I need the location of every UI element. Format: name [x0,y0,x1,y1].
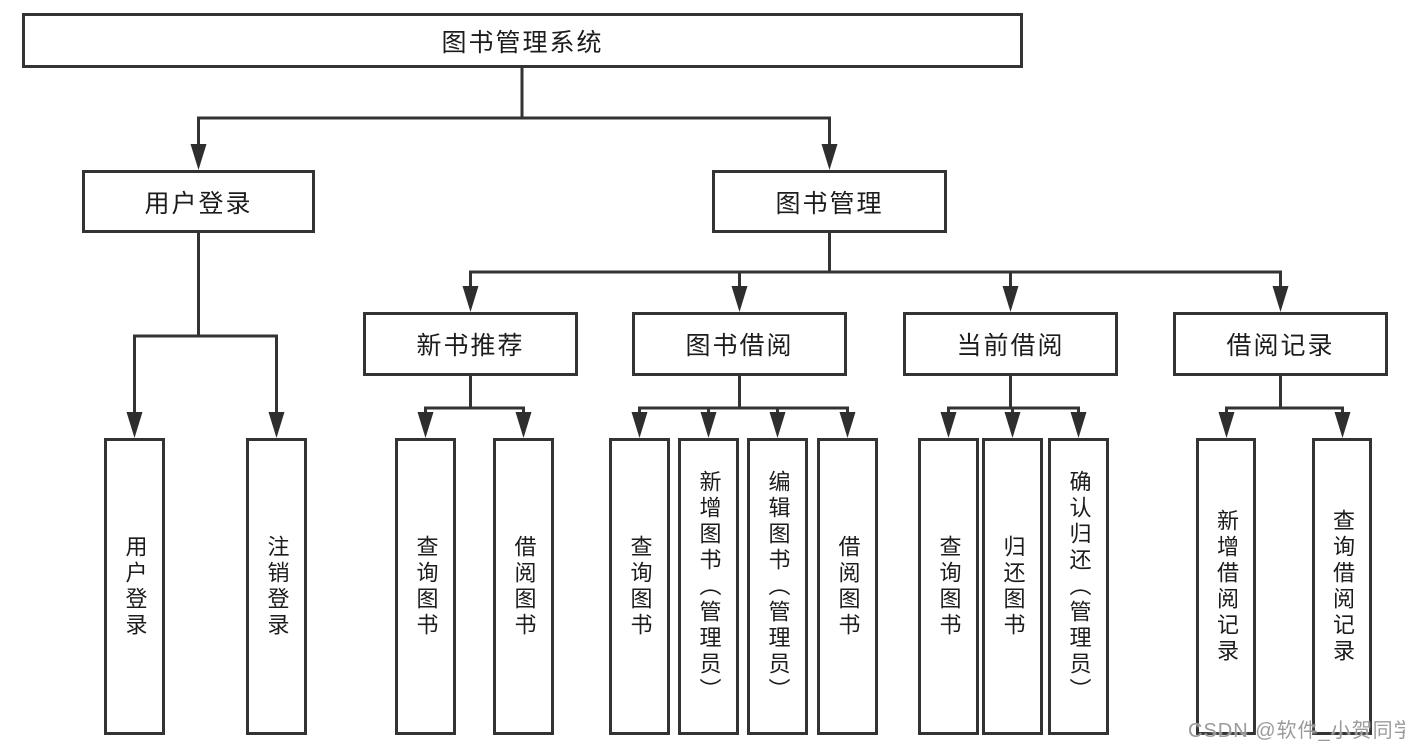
arrowhead-icon-current-leaves [940,412,1087,438]
node-label: 新书推荐 [416,332,525,360]
node-label: 当前借阅 [956,332,1065,360]
connector-newbook-to-leaves [424,376,525,414]
node-user-login-branch: 用户登录 [82,170,315,233]
node-label: 借阅记录 [1226,332,1335,360]
node-root: 图书管理系统 [22,13,1023,68]
arrowhead-icon-borrow-leaves [631,412,856,438]
connector-borrow-to-leaves [638,376,849,414]
node-root-label: 图书管理系统 [441,28,604,57]
node-label: 新增借阅记录 [1214,508,1239,665]
node-label: 用户登录 [122,534,148,639]
arrowhead-icon-login-leaves [126,412,285,438]
leaf-current-return-book: 归还图书 [982,438,1043,735]
node-label: 查询借阅记录 [1330,508,1355,665]
connector-current-to-leaves [947,376,1080,414]
node-label: 归还图书 [1000,534,1026,639]
leaf-current-query-book: 查询图书 [918,438,979,735]
node-label: 用户登录 [144,189,253,218]
leaf-borrow-add-book-admin: 新增图书（管理员） [678,438,739,735]
node-label: 图书管理 [775,189,884,218]
leaf-records-add-record: 新增借阅记录 [1196,438,1256,735]
node-label: 注销登录 [264,534,290,639]
node-label: 新增图书（管理员） [696,469,722,704]
node-label: 查询图书 [936,534,962,639]
node-borrow-records: 借阅记录 [1173,312,1388,376]
leaf-current-confirm-return-admin: 确认归还（管理员） [1048,438,1109,735]
leaf-records-query-record: 查询借阅记录 [1312,438,1372,735]
connector-records-to-leaves [1225,376,1344,414]
node-label: 查询图书 [413,534,439,639]
csdn-watermark: CSDN @软件_小贺同学 [1188,720,1405,742]
leaf-newbook-query-book: 查询图书 [395,438,456,735]
leaf-borrow-borrow-book: 借阅图书 [817,438,878,735]
leaf-newbook-borrow-book: 借阅图书 [493,438,554,735]
leaf-user-login: 用户登录 [104,438,165,735]
connector-login-to-leaves [133,233,278,414]
node-book-mgmt-branch: 图书管理 [712,170,947,233]
node-label: 确认归还（管理员） [1066,469,1092,704]
connector-root-to-level2 [197,68,831,146]
node-current-borrow: 当前借阅 [903,312,1118,376]
node-label: 图书借阅 [685,332,794,360]
arrowhead-icon-level3 [462,286,1289,312]
arrowhead-icon-level2 [190,144,838,170]
node-new-book-rec: 新书推荐 [363,312,578,376]
leaf-logout: 注销登录 [246,438,307,735]
node-label: 查询图书 [627,534,653,639]
arrowhead-icon-records-leaves [1218,412,1351,438]
leaf-borrow-query-book: 查询图书 [609,438,670,735]
node-label: 编辑图书（管理员） [765,469,791,704]
connector-mgmt-to-level3 [469,233,1282,288]
leaf-borrow-edit-book-admin: 编辑图书（管理员） [747,438,808,735]
arrowhead-icon-newbook-leaves [417,412,532,438]
node-label: 借阅图书 [835,534,861,639]
node-book-borrow: 图书借阅 [632,312,847,376]
node-label: 借阅图书 [511,534,537,639]
